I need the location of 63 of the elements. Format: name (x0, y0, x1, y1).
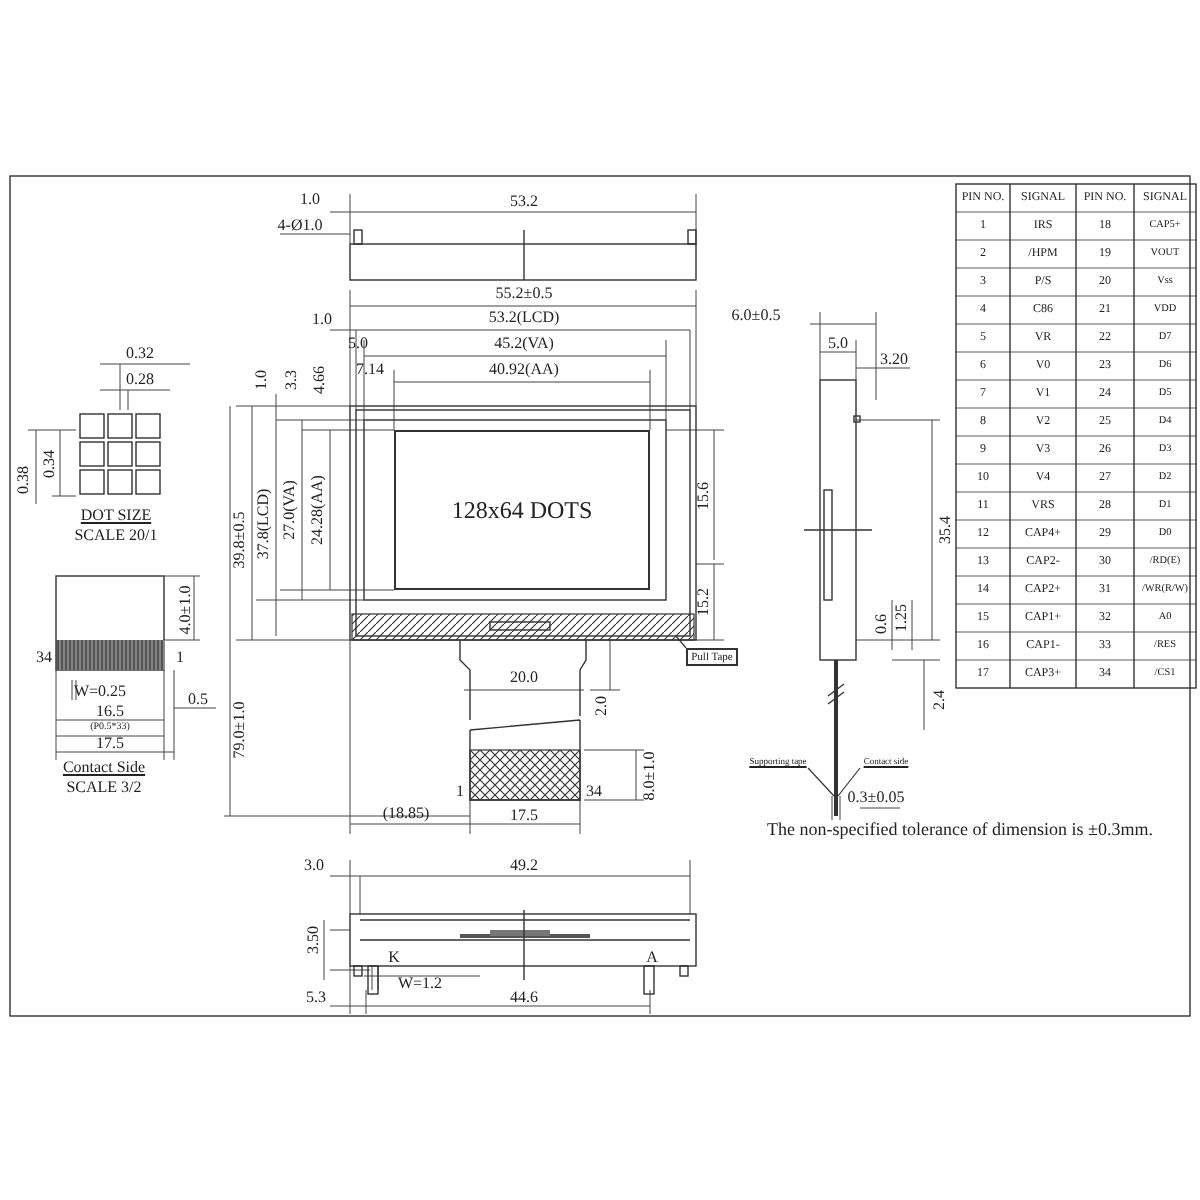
dimension-label: (18.85) (382, 806, 430, 822)
view-caption: SCALE 3/2 (66, 780, 142, 796)
terminal-label: A (646, 950, 658, 966)
dimension-label: 15.2 (696, 588, 712, 616)
active-area-box: 128x64 DOTS (394, 430, 650, 590)
dimension-label: 0.28 (126, 372, 154, 388)
dimension-label: 0.38 (16, 466, 32, 494)
dimension-label: 24.28(AA) (310, 475, 326, 545)
dimension-label: 5.3 (306, 990, 326, 1006)
pin-number: 34 (36, 650, 52, 666)
dimension-label: 1.0 (254, 370, 270, 390)
dimension-label: 40.92(AA) (489, 362, 559, 378)
dimension-label: 3.3 (284, 370, 300, 390)
dimension-label: 39.8±0.5 (232, 511, 248, 569)
dimension-label: 35.4 (938, 516, 954, 544)
pin-number: 34 (586, 784, 602, 800)
dimension-label: 5.0 (828, 336, 848, 352)
dimension-label: 27.0(VA) (282, 480, 298, 540)
dimension-label: 15.6 (696, 482, 712, 510)
leader-line (807, 767, 835, 797)
dimension-label: 53.2 (510, 194, 538, 210)
dimension-label: 0.3±0.05 (847, 790, 905, 806)
dimension-label: 1.0 (300, 192, 320, 208)
dimension-label: 17.5 (510, 808, 538, 824)
dimension-label: 0.6 (874, 614, 890, 634)
dimension-label: 17.5 (96, 736, 124, 752)
dimension-label: 4.0±1.0 (178, 585, 194, 635)
dimension-label: W=1.2 (397, 976, 443, 992)
dimension-label: 3.0 (304, 858, 324, 874)
tolerance-note: The non-specified tolerance of dimension is ±0.3mm. (767, 821, 1153, 839)
dimension-label: 3.50 (306, 926, 322, 954)
dimension-label: 55.2±0.5 (495, 286, 553, 302)
dimension-label: 0.5 (188, 692, 208, 708)
dimension-label: 4-Ø1.0 (277, 218, 323, 234)
view-caption: SCALE 20/1 (74, 528, 158, 544)
dimension-label: 20.0 (510, 670, 538, 686)
dimension-label: 8.0±1.0 (642, 751, 658, 801)
dimension-label: W=0.25 (73, 684, 127, 700)
view-caption: Contact Side (62, 760, 146, 776)
dimension-label: 49.2 (510, 858, 538, 874)
pin-number: 1 (456, 784, 464, 800)
dimension-label: 1.0 (312, 312, 332, 328)
dimension-label: 16.5 (96, 704, 124, 720)
dimension-label: 1.25 (894, 604, 910, 632)
dimension-label: 53.2(LCD) (488, 310, 560, 326)
dimension-label: 45.2(VA) (494, 336, 554, 352)
dimension-label: 5.0 (348, 336, 368, 352)
dimension-label: 7.14 (356, 362, 384, 378)
leader-line (837, 767, 861, 797)
dimension-label: 3.20 (880, 352, 908, 368)
dimension-label: 37.8(LCD) (256, 488, 272, 560)
view-caption: DOT SIZE (80, 508, 152, 524)
dimension-label: 44.6 (510, 990, 538, 1006)
dimension-label: 0.32 (126, 346, 154, 362)
dimension-label: 2.0 (594, 696, 610, 716)
terminal-label: K (388, 950, 400, 966)
dimension-label: 79.0±1.0 (232, 701, 248, 759)
leader-line (675, 635, 687, 649)
dimension-label: 4.66 (312, 366, 328, 394)
pin-number: 1 (176, 650, 184, 666)
dimension-label: 2.4 (932, 690, 948, 710)
dimension-label: 0.34 (42, 450, 58, 478)
dimension-label: 6.0±0.5 (731, 308, 781, 324)
